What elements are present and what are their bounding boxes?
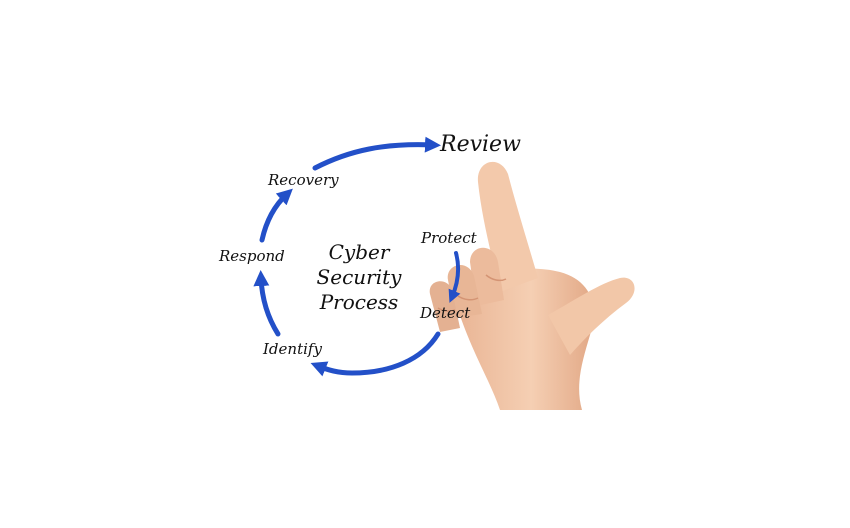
center-title: Cyber Security Process (300, 240, 418, 315)
step-identify: Identify (263, 340, 322, 358)
center-title-line: Security (316, 265, 402, 289)
step-detect: Detect (420, 304, 471, 322)
arrow-recovery-to-review (312, 136, 441, 171)
step-review: Review (440, 132, 521, 157)
step-recovery: Recovery (268, 171, 339, 189)
center-title-line: Process (319, 290, 399, 314)
arrow-respond-to-recovery (259, 188, 293, 243)
hand-pointing-icon (429, 161, 635, 410)
step-protect: Protect (421, 229, 477, 247)
arrow-detect-to-identify (310, 331, 441, 377)
arrow-identify-to-respond (253, 270, 281, 337)
step-respond: Respond (219, 247, 285, 265)
center-title-line: Cyber (328, 240, 390, 264)
arrow-protect-to-detect (448, 251, 461, 303)
